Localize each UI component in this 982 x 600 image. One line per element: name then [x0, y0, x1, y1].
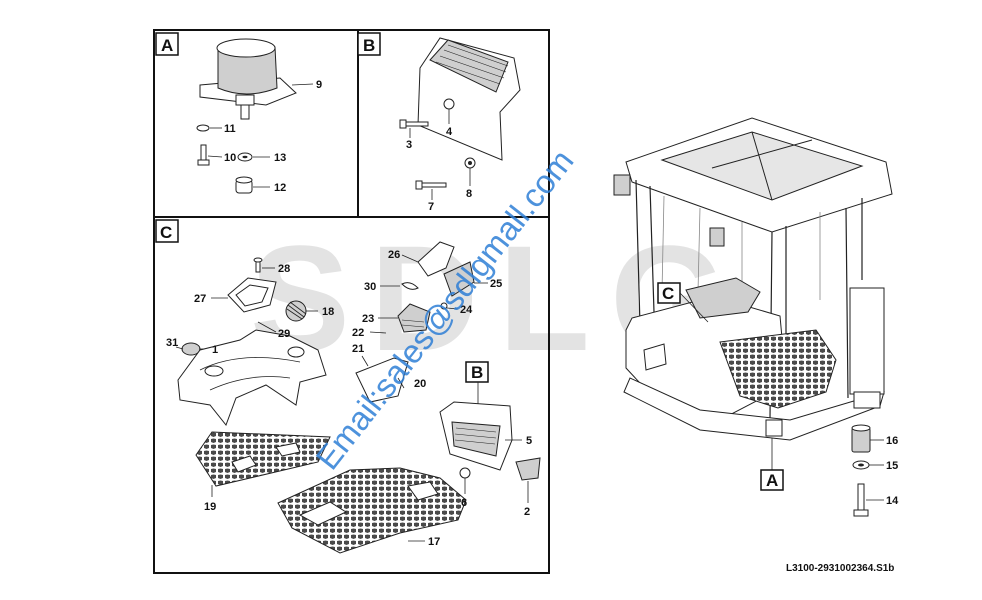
callout-6: 6 [461, 497, 467, 509]
callout-14: 14 [886, 495, 899, 507]
callout-15: 15 [886, 460, 898, 472]
main-callout-c: C [657, 282, 709, 323]
callout-20: 20 [414, 378, 426, 390]
main-callout-a-text: A [766, 471, 778, 490]
callout-4: 4 [446, 126, 453, 138]
callout-13: 13 [274, 152, 286, 164]
section-label-b: B [357, 32, 381, 56]
callout-30: 30 [364, 281, 376, 293]
callout-25: 25 [490, 278, 502, 290]
callout-11: 11 [224, 123, 236, 135]
callout-9: 9 [316, 79, 322, 91]
callout-17: 17 [428, 536, 440, 548]
cab-mount-parts [851, 424, 884, 517]
callout-24: 24 [460, 304, 473, 316]
callout-27: 27 [194, 293, 206, 305]
section-label-c: C [155, 219, 179, 243]
callout-23: 23 [362, 313, 374, 325]
callout-2: 2 [524, 506, 530, 518]
section-c-b-label: B [465, 361, 489, 404]
main-callout-a: A [760, 438, 784, 491]
callout-22: 22 [352, 327, 364, 339]
callout-labels: 9 11 10 13 12 3 4 7 8 28 27 18 29 31 1 1… [166, 79, 899, 548]
callout-7: 7 [428, 201, 434, 213]
callout-28: 28 [278, 263, 290, 275]
callout-5: 5 [526, 435, 532, 447]
callout-19: 19 [204, 501, 216, 513]
section-label-a-text: A [161, 36, 173, 55]
callout-3: 3 [406, 139, 412, 151]
callout-12: 12 [274, 182, 286, 194]
callout-18: 18 [322, 306, 334, 318]
callout-1: 1 [212, 344, 218, 356]
callout-8: 8 [466, 188, 472, 200]
callout-29: 29 [278, 328, 290, 340]
section-label-a: A [155, 32, 179, 56]
section-label-b-text: B [363, 36, 375, 55]
section-a-parts [196, 38, 314, 194]
callout-10: 10 [224, 152, 236, 164]
drawing-reference: L3100-2931002364.S1b [786, 563, 895, 574]
main-callout-c-text: C [662, 284, 674, 303]
section-c-parts [175, 241, 541, 554]
frame-section-c [153, 216, 550, 574]
callout-31: 31 [166, 337, 178, 349]
callout-16: 16 [886, 435, 898, 447]
callout-21: 21 [352, 343, 364, 355]
section-b-parts [399, 37, 521, 200]
section-c-b-label-text: B [471, 363, 483, 382]
cab-illustration [613, 117, 893, 441]
section-label-c-text: C [160, 223, 172, 242]
callout-26: 26 [388, 249, 400, 261]
